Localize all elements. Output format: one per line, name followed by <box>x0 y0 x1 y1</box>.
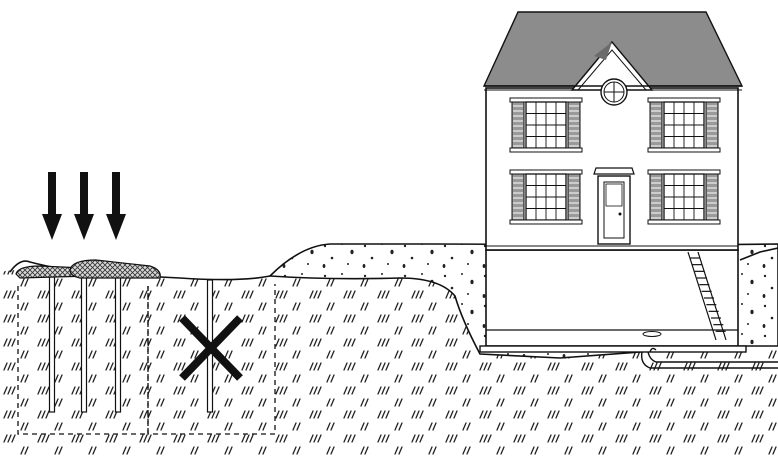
down-arrow-icon <box>106 172 126 240</box>
basement <box>480 250 746 352</box>
down-arrow-icon <box>42 172 62 240</box>
house <box>484 12 742 250</box>
stake <box>82 268 87 412</box>
front-door <box>594 168 634 244</box>
window <box>648 170 720 224</box>
window <box>510 170 582 224</box>
surface-debris-piles <box>16 260 160 278</box>
round-window <box>601 79 627 105</box>
down-arrows <box>42 172 126 240</box>
window <box>510 98 582 152</box>
window <box>648 98 720 152</box>
stake <box>116 268 121 412</box>
sump-pit-icon <box>643 332 661 337</box>
stake <box>50 268 55 412</box>
debris-pile-right <box>70 260 160 278</box>
down-arrow-icon <box>74 172 94 240</box>
